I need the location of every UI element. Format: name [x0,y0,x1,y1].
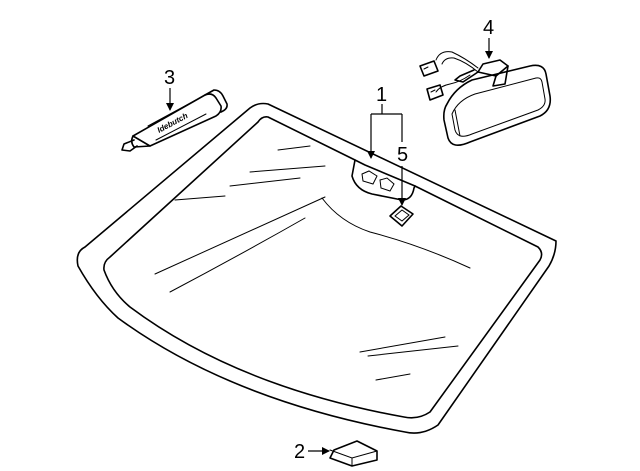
sealant-tube: Idebutch [121,89,228,152]
callout-4: 4 [483,17,494,39]
mirror-mount-button [389,205,414,227]
callout-3: 3 [164,67,175,89]
callout-1: 1 [376,84,387,106]
rearview-mirror [419,51,552,146]
windshield-glass [76,102,557,434]
spacer-block [329,440,378,467]
callout-2: 2 [294,441,305,463]
callout-5: 5 [397,144,408,166]
